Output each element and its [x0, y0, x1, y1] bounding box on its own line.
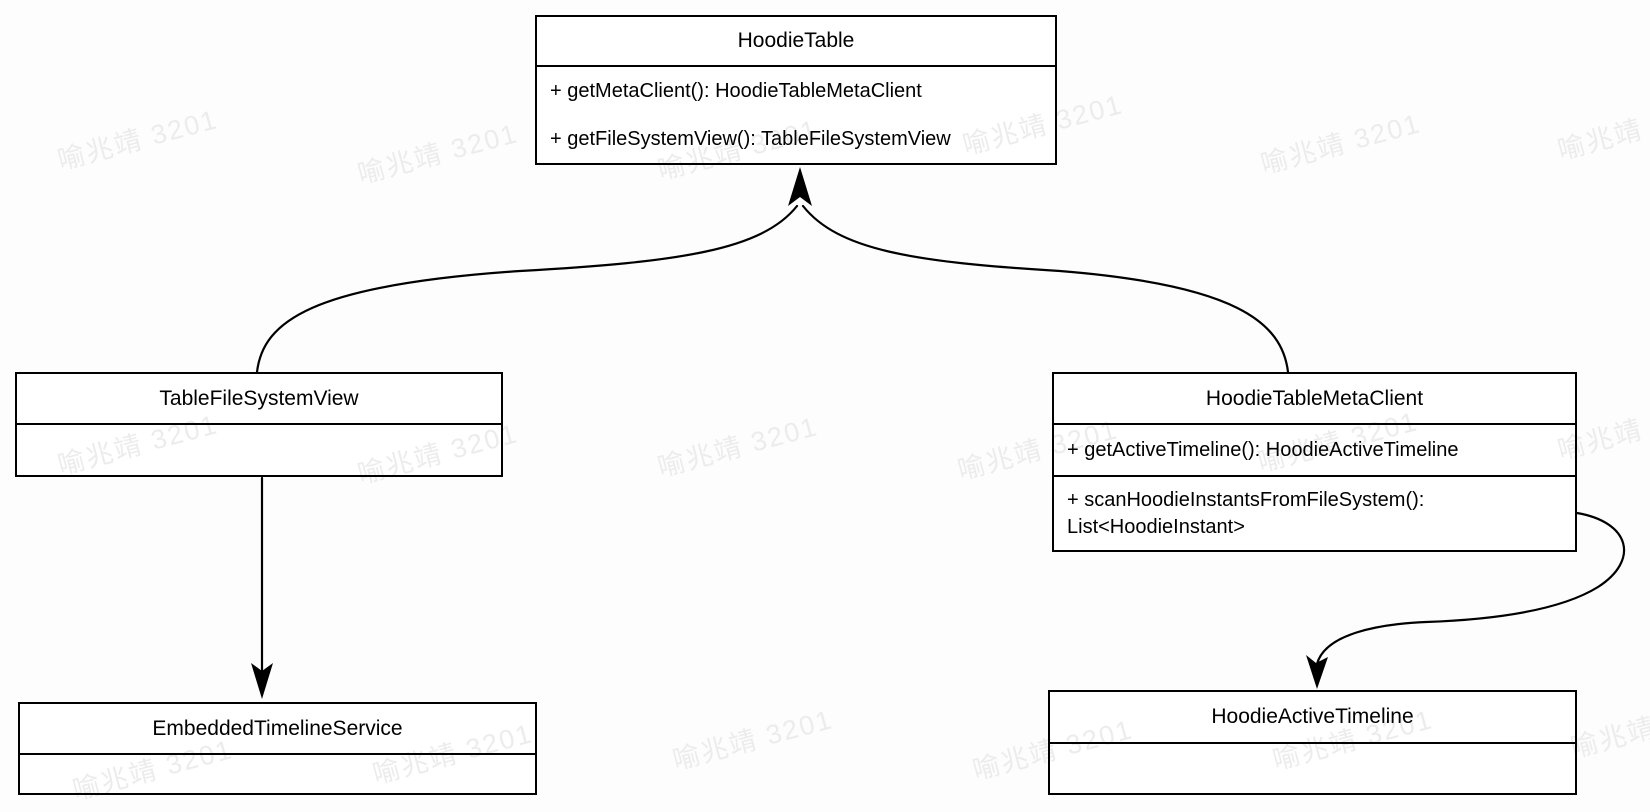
class-hoodieactivetimeline[interactable]: HoodieActiveTimeline	[1048, 690, 1577, 795]
class-hoodieactivetimeline-title: HoodieActiveTimeline	[1211, 705, 1414, 728]
class-hoodietable-methods: + getMetaClient(): HoodieTableMetaClient…	[537, 65, 1055, 163]
class-hoodietable[interactable]: HoodieTable + getMetaClient(): HoodieTab…	[535, 15, 1057, 165]
watermark-text: 喻兆靖 3201	[1257, 108, 1425, 180]
arrowhead-down-embeddedtimelineservice	[251, 663, 273, 699]
watermark-text: 喻兆靖 3201	[669, 704, 837, 776]
class-tablefilesystemview[interactable]: TableFileSystemView	[15, 372, 503, 477]
arrowhead-up-hoodietable	[788, 167, 812, 206]
class-tablefilesystemview-body	[17, 423, 501, 475]
class-embeddedtimelineservice[interactable]: EmbeddedTimelineService	[18, 702, 537, 795]
class-hoodietable-title: HoodieTable	[737, 29, 855, 52]
edge-tablefilesystemview-to-hoodietable	[255, 204, 799, 374]
method-getactivetimeline: + getActiveTimeline(): HoodieActiveTimel…	[1067, 438, 1459, 461]
class-hoodietablemetaclient-method2-compartment: + scanHoodieInstantsFromFileSystem(): Li…	[1054, 475, 1575, 550]
method-scanhoodieinstantsfromfilesystem: + scanHoodieInstantsFromFileSystem(): Li…	[1067, 488, 1425, 538]
watermark-text: 喻兆靖 3201	[1554, 94, 1650, 166]
class-hoodietablemetaclient-method1-compartment: + getActiveTimeline(): HoodieActiveTimel…	[1054, 423, 1575, 475]
class-embeddedtimelineservice-body	[20, 753, 535, 793]
class-embeddedtimelineservice-title: EmbeddedTimelineService	[152, 716, 403, 740]
watermark-text: 喻兆靖 3201	[354, 118, 522, 190]
watermark-text: 喻兆靖 3201	[1567, 692, 1650, 764]
edge-hoodietablemetaclient-to-hoodietable	[801, 204, 1290, 374]
arrowhead-down-hoodieactivetimeline	[1306, 655, 1328, 689]
class-hoodietablemetaclient[interactable]: HoodieTableMetaClient + getActiveTimelin…	[1052, 372, 1577, 552]
class-hoodieactivetimeline-body	[1050, 742, 1575, 793]
method-getfilesystemview: + getFileSystemView(): TableFileSystemVi…	[550, 127, 951, 150]
watermark-text: 喻兆靖 3201	[54, 104, 222, 176]
watermark-text: 喻兆靖 3201	[654, 411, 822, 483]
method-getmetaclient: + getMetaClient(): HoodieTableMetaClient	[550, 79, 922, 102]
class-tablefilesystemview-title: TableFileSystemView	[159, 386, 359, 410]
class-hoodietablemetaclient-title: HoodieTableMetaClient	[1205, 386, 1424, 410]
